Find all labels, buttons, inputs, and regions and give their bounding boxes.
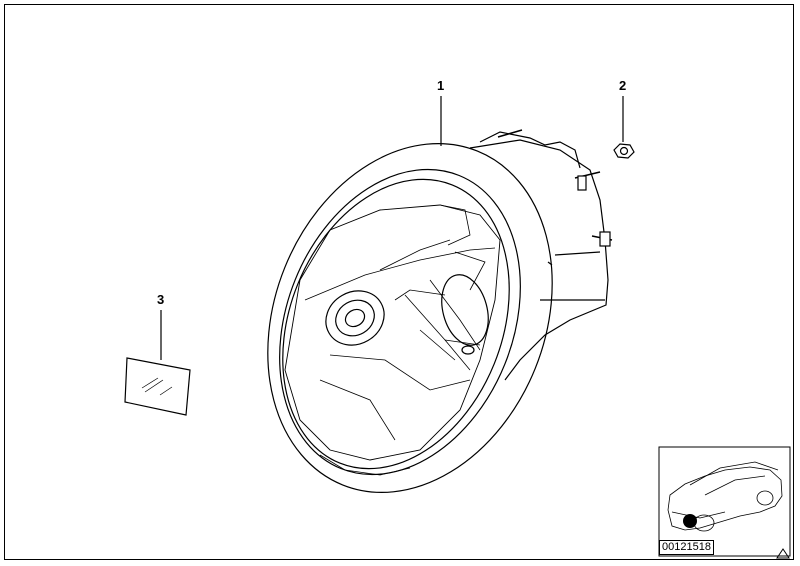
diagram-frame — [4, 4, 794, 560]
callout-3[interactable]: 3 — [157, 292, 165, 307]
bezel-outer — [267, 143, 553, 493]
reflector-outline — [284, 204, 501, 461]
car-outline — [667, 466, 783, 531]
lens-edge — [282, 178, 510, 470]
bezel-inner — [279, 168, 521, 476]
nut-part[interactable] — [613, 143, 635, 159]
warning-triangle-icon — [776, 548, 790, 559]
reference-number: 00121518 — [659, 540, 714, 555]
projector-outer — [325, 290, 385, 346]
car-locator-inset — [658, 446, 791, 557]
inset-frame — [658, 446, 791, 557]
film-part[interactable] — [124, 357, 191, 416]
high-beam — [441, 274, 489, 346]
housing-top — [479, 131, 581, 169]
headlight-assembly[interactable] — [217, 101, 613, 536]
housing-back — [469, 139, 609, 381]
callout-1[interactable]: 1 — [437, 78, 445, 93]
callout-2[interactable]: 2 — [619, 78, 627, 93]
top-screw — [497, 129, 523, 138]
headlight-marker — [683, 514, 697, 528]
leader-lines — [160, 96, 624, 360]
